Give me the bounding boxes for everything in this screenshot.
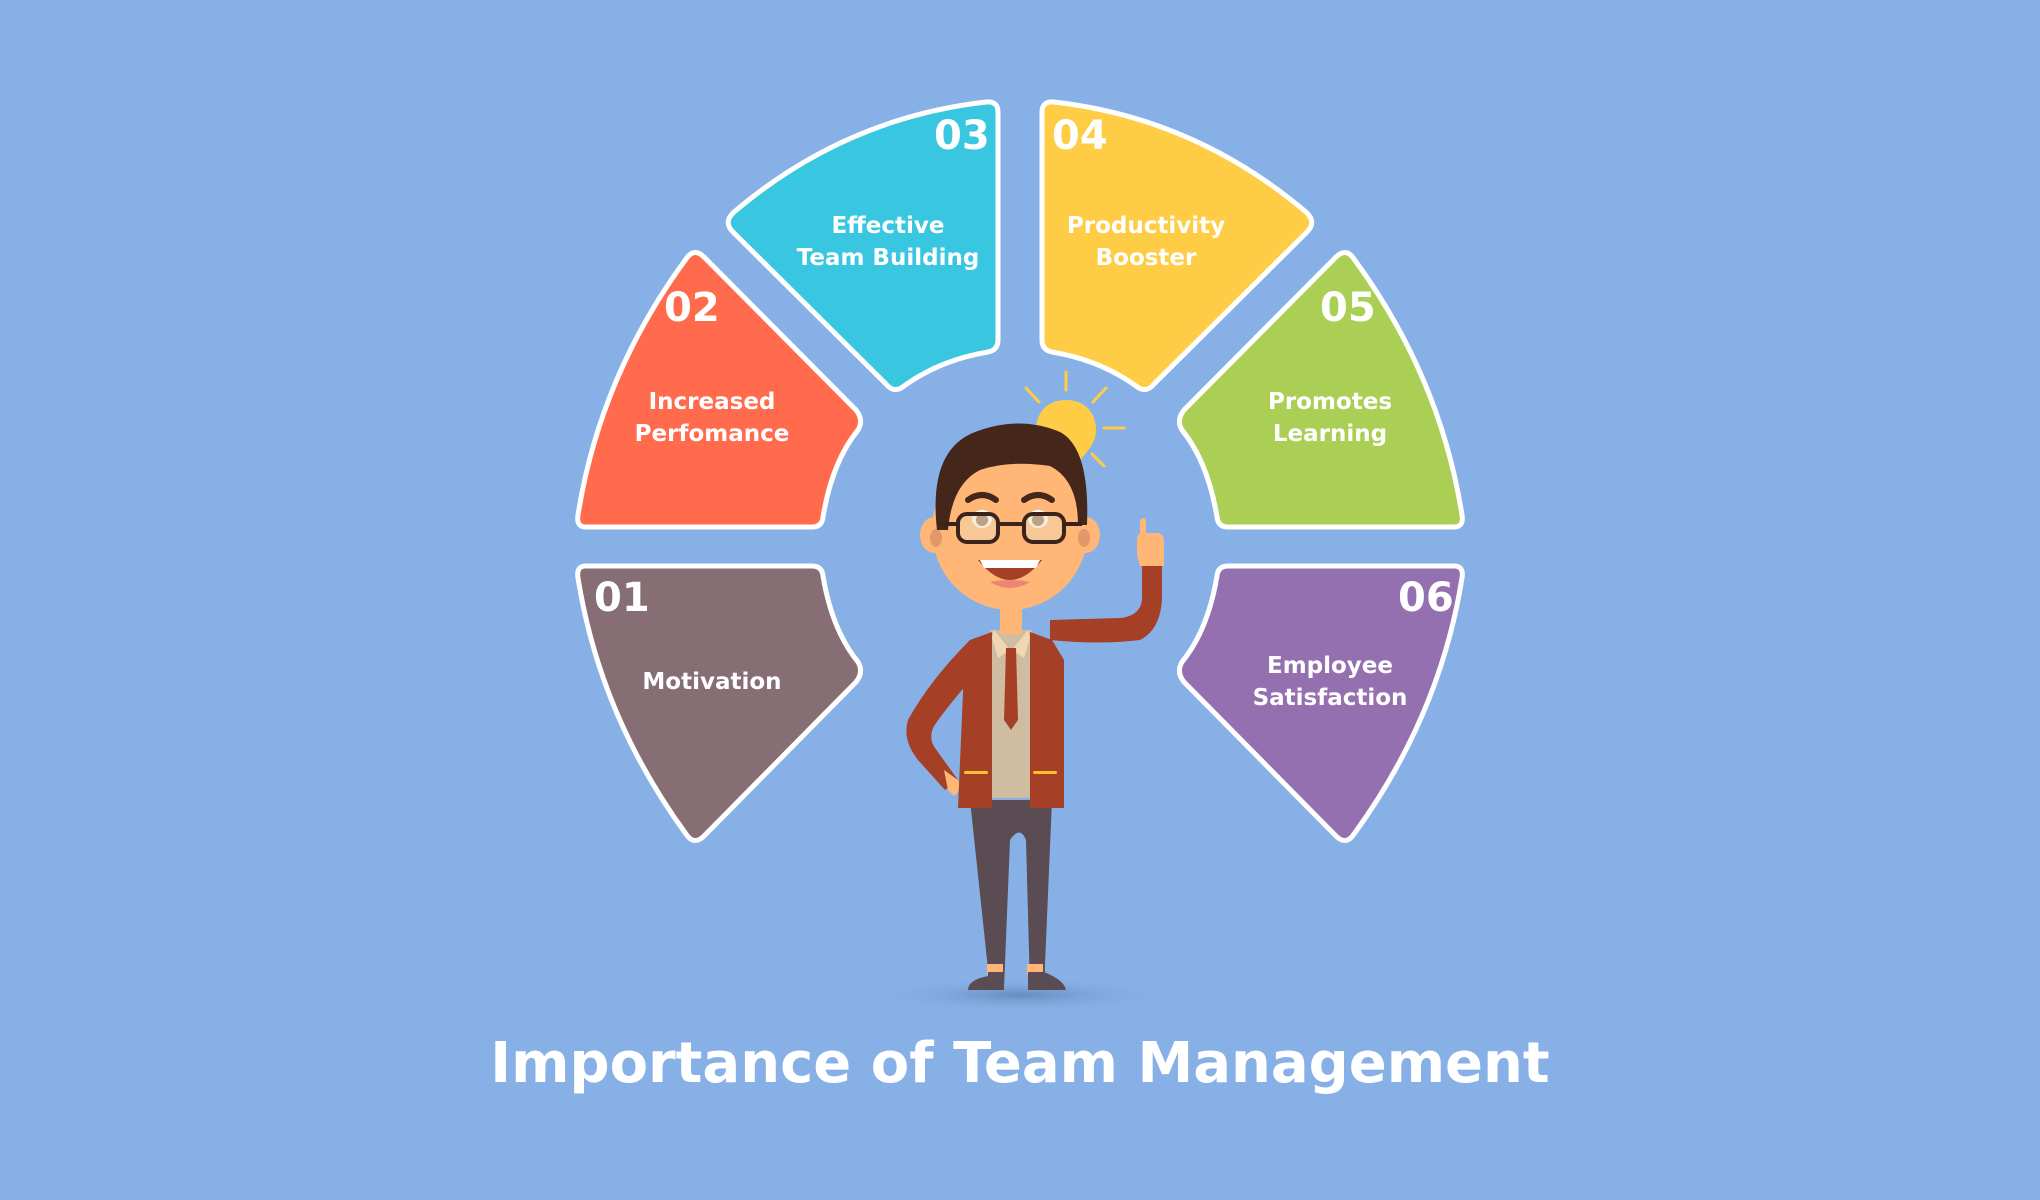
page-title: Importance of Team Management [490,1031,1550,1096]
segment-06-label: Employee Satisfaction [1252,653,1408,711]
segment-01-label: Motivation [642,669,782,695]
segment-04-shape [1039,99,1315,392]
segment-04-label: Productivity Booster [1066,213,1226,271]
segment-04-number: 04 [1052,113,1108,159]
segment-06-number: 06 [1398,575,1454,621]
segment-01-number: 01 [594,575,650,621]
segment-03-label: Effective Team Building [796,213,980,271]
segment-02-number: 02 [664,285,720,331]
segment-05-shape [1176,250,1465,530]
businessman-illustration [870,370,1170,1013]
segment-02-label: Increased Perfomance [634,389,790,447]
segment-03-number: 03 [934,113,990,159]
segment-03-shape [725,99,1001,392]
segment-05-number: 05 [1320,285,1376,331]
segment-02-shape [575,250,864,530]
floor-shadow [870,977,1170,1013]
segment-05-label: Promotes Learning [1267,389,1393,447]
segment-01-shape [575,563,864,843]
segment-06-shape [1176,563,1465,843]
